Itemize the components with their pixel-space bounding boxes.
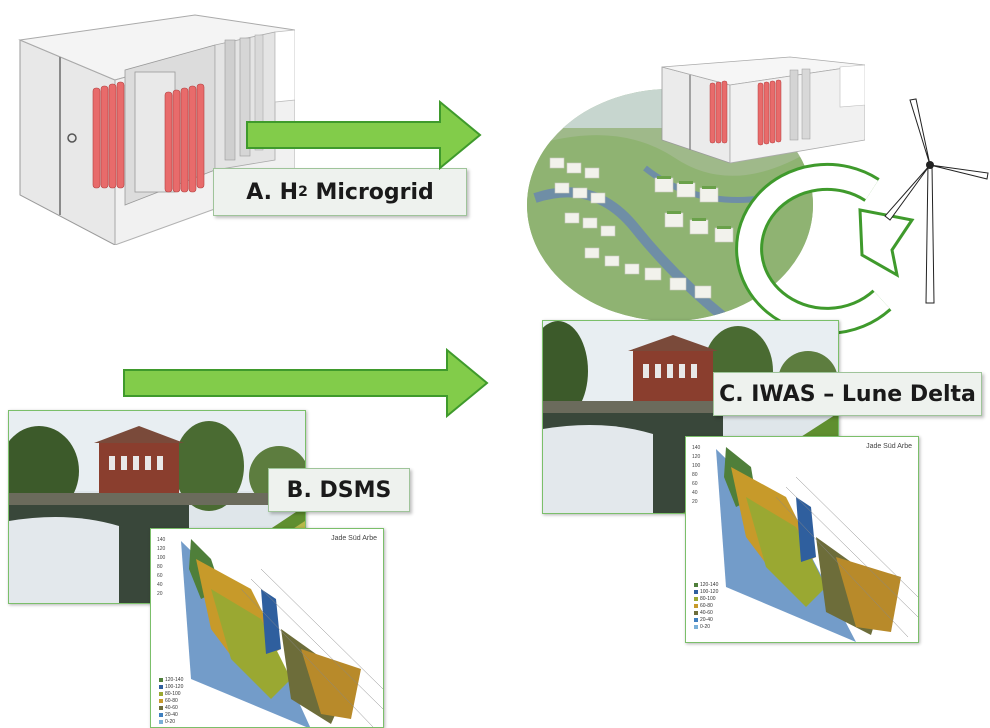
legend-entry: 100-120 <box>159 684 183 691</box>
legend-label: 60-80 <box>165 698 178 704</box>
h2-container-small-illustration <box>661 56 865 164</box>
legend-swatch <box>159 677 163 682</box>
y-tick-label: 20 <box>157 591 163 597</box>
legend-entry: 20-40 <box>159 712 183 719</box>
legend-swatch <box>159 719 163 724</box>
legend-label: 0-20 <box>700 624 711 630</box>
y-tick-label: 100 <box>157 555 166 561</box>
legend-swatch <box>694 617 698 622</box>
label-dsms-text: B. DSMS <box>286 477 392 503</box>
arrow-b <box>123 348 489 418</box>
y-tick-label: 80 <box>692 472 698 478</box>
label-dsms: B. DSMS <box>268 468 410 512</box>
label-iwas-lune-delta: C. IWAS – Lune Delta <box>713 372 982 416</box>
legend-label: 40-60 <box>700 610 713 616</box>
legend-swatch <box>694 624 698 629</box>
legend-label: 80-100 <box>165 691 181 697</box>
y-tick-label: 80 <box>157 564 163 570</box>
legend-entry: 120-140 <box>694 582 718 589</box>
legend-swatch <box>694 610 698 615</box>
legend-entry: 40-60 <box>694 610 718 617</box>
legend-label: 100-120 <box>700 589 719 595</box>
legend-label: 20-40 <box>700 617 713 623</box>
label-h2-microgrid-text: A. H <box>246 179 299 205</box>
y-tick-label: 20 <box>692 499 698 505</box>
legend-swatch <box>159 705 163 710</box>
y-tick-label: 40 <box>157 582 163 588</box>
chart-b-surface: 140 120 100 80 60 40 20 <box>157 537 383 727</box>
legend-swatch <box>159 712 163 717</box>
y-tick-label: 140 <box>692 445 701 451</box>
legend-entry: 80-100 <box>159 691 183 698</box>
legend-entry: 60-80 <box>159 698 183 705</box>
legend-label: 0-20 <box>165 719 176 725</box>
y-tick-label: 120 <box>692 454 701 460</box>
legend-swatch <box>694 603 698 608</box>
legend-swatch <box>159 698 163 703</box>
legend-swatch <box>159 691 163 696</box>
chart-c-title: Jade Süd Arbe <box>866 443 912 450</box>
legend-entry: 20-40 <box>694 617 718 624</box>
y-tick-label: 40 <box>692 490 698 496</box>
legend-label: 40-60 <box>165 705 178 711</box>
label-iwas-text: C. IWAS – Lune Delta <box>719 381 976 407</box>
arrow-a <box>246 100 482 170</box>
legend-entry: 0-20 <box>694 624 718 631</box>
legend-label: 60-80 <box>700 603 713 609</box>
legend-swatch <box>694 589 698 594</box>
legend-label: 20-40 <box>165 712 178 718</box>
legend-entry: 40-60 <box>159 705 183 712</box>
y-tick-label: 120 <box>157 546 166 552</box>
legend-swatch <box>159 684 163 689</box>
legend-swatch <box>694 596 698 601</box>
legend-swatch <box>694 582 698 587</box>
chart-b-title: Jade Süd Arbe <box>331 535 377 542</box>
legend-entry: 80-100 <box>694 596 718 603</box>
y-tick-label: 60 <box>692 481 698 487</box>
legend-label: 80-100 <box>700 596 716 602</box>
y-tick-label: 140 <box>157 537 166 543</box>
legend-entry: 0-20 <box>159 719 183 726</box>
h2-container-illustration <box>18 14 295 245</box>
y-tick-label: 60 <box>157 573 163 579</box>
legend-entry: 120-140 <box>159 677 183 684</box>
label-h2-microgrid-rest: Microgrid <box>307 179 434 205</box>
legend-entry: 100-120 <box>694 589 718 596</box>
legend-label: 100-120 <box>165 684 184 690</box>
wind-turbine-icon <box>884 98 989 304</box>
chart-c-surface: 140 120 100 80 60 40 20 <box>692 445 918 642</box>
legend-label: 120-140 <box>700 582 719 588</box>
y-tick-label: 100 <box>692 463 701 469</box>
legend-label: 120-140 <box>165 677 184 683</box>
label-h2-subscript: 2 <box>298 184 308 200</box>
legend-entry: 60-80 <box>694 603 718 610</box>
